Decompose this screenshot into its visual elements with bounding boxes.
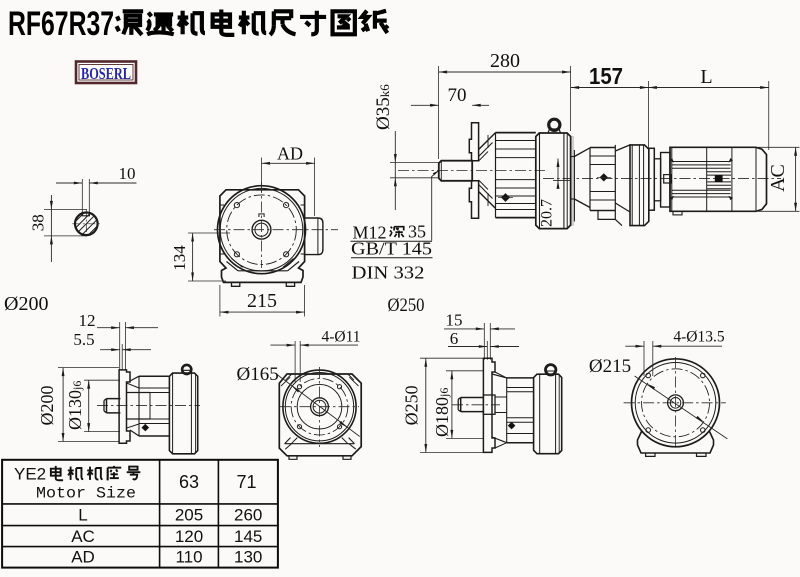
svg-text:205: 205	[175, 506, 203, 525]
svg-text:Ø165: Ø165	[236, 364, 278, 385]
svg-text:35: 35	[408, 222, 426, 242]
svg-text:AD: AD	[277, 144, 303, 164]
svg-text:AC: AC	[767, 164, 789, 192]
svg-text:DIN 332: DIN 332	[352, 263, 425, 283]
svg-text:L: L	[78, 506, 87, 525]
svg-text:AC: AC	[71, 527, 95, 546]
svg-text:4-Ø13.5: 4-Ø13.5	[673, 329, 724, 346]
svg-text:M12: M12	[353, 223, 387, 243]
svg-text:145: 145	[234, 527, 262, 546]
svg-text:5.5: 5.5	[73, 330, 94, 349]
svg-text:120: 120	[175, 527, 203, 546]
svg-text:110: 110	[175, 548, 202, 567]
svg-text:70: 70	[448, 85, 467, 106]
svg-text:63: 63	[179, 472, 199, 492]
svg-text:4-Ø11: 4-Ø11	[321, 329, 360, 346]
svg-text:BOSERL: BOSERL	[81, 64, 131, 83]
svg-text:157: 157	[589, 63, 623, 89]
svg-text:AD: AD	[71, 548, 95, 567]
svg-text:15: 15	[446, 311, 463, 330]
svg-text:Motor Size: Motor Size	[36, 485, 136, 503]
svg-text:L: L	[700, 66, 712, 88]
svg-text:215: 215	[247, 290, 277, 312]
svg-text:12: 12	[79, 311, 96, 330]
svg-text:260: 260	[234, 506, 262, 525]
svg-text:6: 6	[450, 329, 459, 348]
svg-text:280: 280	[490, 50, 520, 72]
svg-text:Ø35k6: Ø35k6	[373, 84, 394, 130]
svg-text:20.7: 20.7	[539, 199, 556, 227]
svg-text:GB/T 145: GB/T 145	[351, 239, 432, 259]
svg-text:71: 71	[236, 472, 256, 492]
svg-text:10: 10	[119, 164, 136, 183]
svg-text:Ø180j6: Ø180j6	[432, 388, 452, 437]
svg-text:Ø215: Ø215	[589, 356, 631, 377]
svg-text:Ø250: Ø250	[388, 295, 425, 316]
svg-text:Ø130j6: Ø130j6	[65, 381, 85, 430]
svg-text:YE2: YE2	[14, 465, 46, 484]
svg-text:130: 130	[234, 548, 262, 567]
svg-text:Ø250: Ø250	[401, 385, 421, 425]
svg-text:RF67R37: RF67R37	[8, 5, 114, 43]
svg-text:38: 38	[29, 214, 48, 231]
svg-text:134: 134	[170, 245, 189, 271]
svg-text:Ø200: Ø200	[4, 293, 48, 315]
svg-text:Ø200: Ø200	[37, 386, 57, 426]
